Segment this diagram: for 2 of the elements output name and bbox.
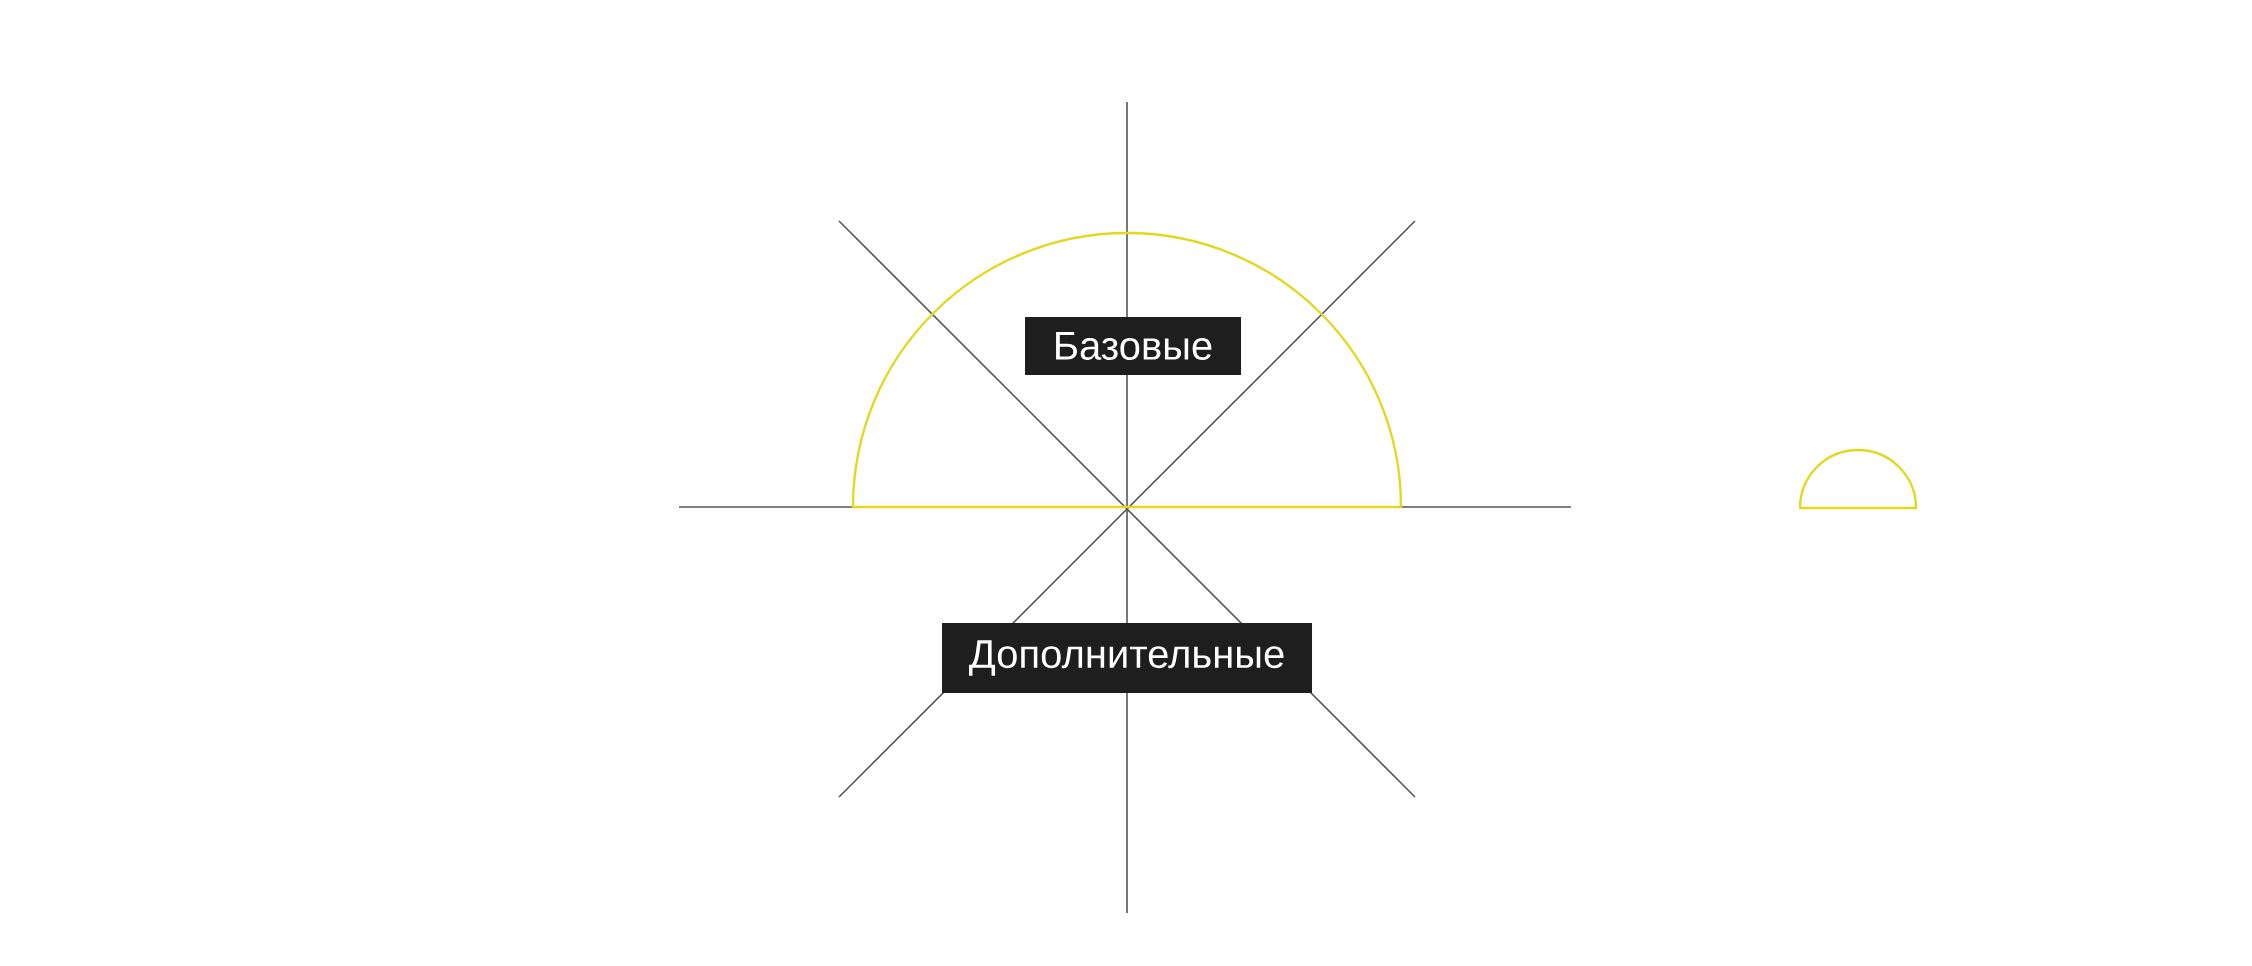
label-box: Дополнительные xyxy=(942,623,1312,693)
label-box: Базовые xyxy=(1025,317,1241,375)
